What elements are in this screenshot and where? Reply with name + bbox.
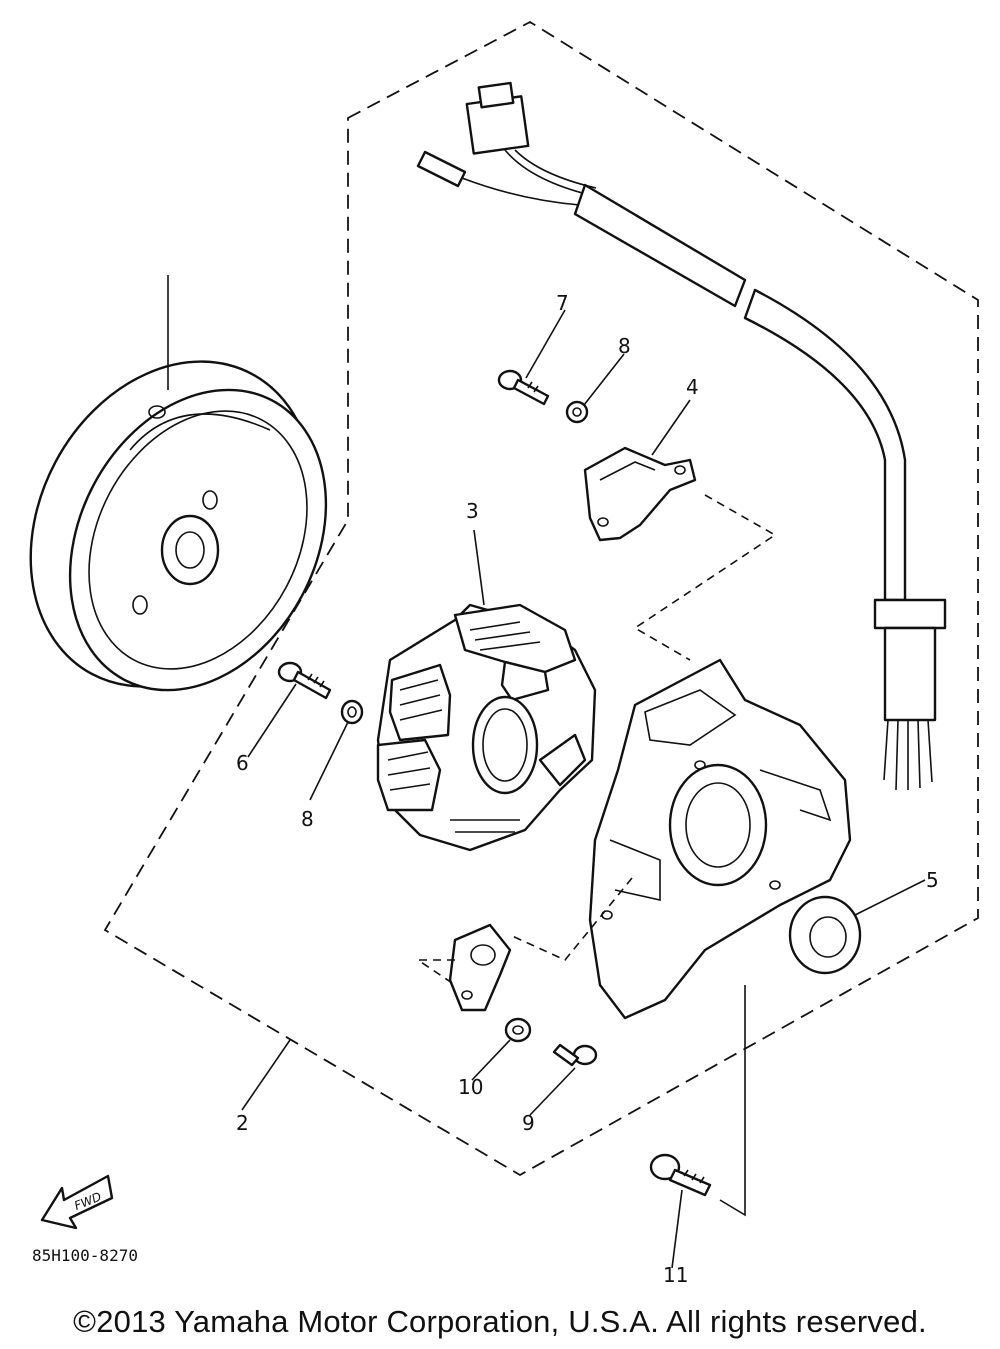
callout-8-lower: 8 [301,807,314,831]
washer-8-lower[interactable] [309,699,364,801]
assembly-boundary-dashed [103,20,979,1177]
stator-coil-assembly[interactable] [376,529,597,852]
washer-10[interactable] [471,1017,532,1081]
callout-4: 4 [686,375,699,399]
wire-harness[interactable] [416,81,947,791]
bolt-7[interactable] [497,309,566,406]
oil-seal[interactable] [788,879,926,975]
callout-2: 2 [236,1111,249,1135]
pickup-coil[interactable] [583,399,777,661]
flywheel-rotor[interactable] [0,275,376,736]
callout-10: 10 [458,1075,483,1099]
screw-9[interactable] [529,1043,598,1116]
washer-8-upper[interactable] [565,353,625,424]
copyright-notice: ©2013 Yamaha Motor Corporation, U.S.A. A… [73,1304,927,1339]
stator-base-plate[interactable] [509,658,852,1020]
callout-11: 11 [663,1263,688,1287]
drawing-code: 85H100-8270 [32,1246,138,1265]
callout-9: 9 [522,1111,535,1135]
callout-8-upper: 8 [618,334,631,358]
callout-5: 5 [926,868,939,892]
callout-3: 3 [466,499,479,523]
callout-6: 6 [236,751,249,775]
bolt-11[interactable] [649,985,746,1269]
forward-arrow-icon: FWD [40,1174,114,1230]
callout-7: 7 [556,291,569,315]
lead-wire-clamp[interactable] [415,923,512,1012]
exploded-parts-diagram: FWD 3 7 8 4 6 8 5 10 9 2 11 85H100-8270 [0,20,979,1287]
leader-2 [241,1039,291,1111]
bolt-6[interactable] [247,661,332,758]
